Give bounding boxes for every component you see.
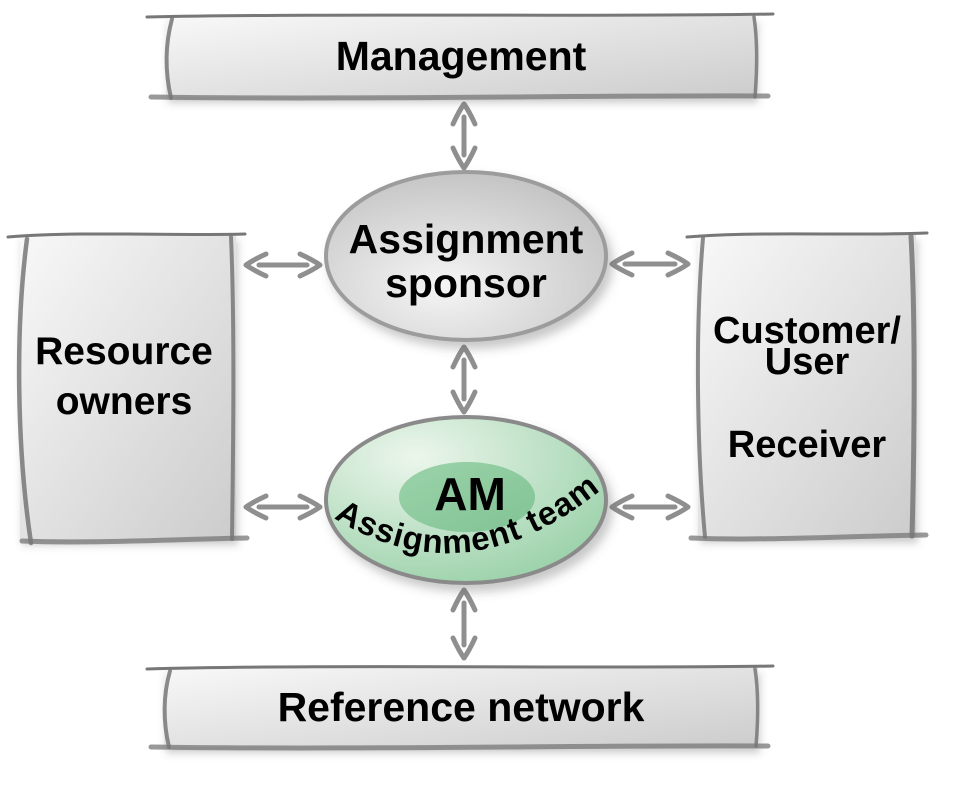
resource-owners-node: Resource owners [6,232,250,546]
management-box [166,16,756,97]
reference-network-label: Reference network [278,684,645,730]
reference-network-sketch-border [145,664,775,751]
reference-network-box [164,667,758,747]
customer-user-receiver-box [698,234,916,537]
arrow-resource-team [243,493,323,521]
resource-owners-sketch-border [6,232,250,546]
receiver-label: Receiver [728,424,887,466]
assignment-sponsor-label-line1: Assignment [349,216,584,262]
arrow-sponsor-customer [609,250,691,278]
assignment-team-abbr: AM [434,468,506,520]
resource-owners-label-line1: Resource [35,330,213,373]
assignment-team-node: AM Assignment team [324,415,608,585]
assignment-sponsor-ellipse [324,170,608,342]
arrow-team-reference [450,587,478,661]
arrow-management-sponsor [450,101,478,171]
management-sketch-border [145,12,775,101]
assignment-sponsor-node: Assignment sponsor [324,170,608,342]
customer-user-label-line1: Customer/ [713,310,901,352]
resource-owners-label-line2: owners [56,380,193,423]
arrow-resource-sponsor [243,251,323,279]
connection-arrows [243,101,691,661]
customer-user-receiver-node: Customer/ User Receiver [685,231,929,542]
reference-network-node: Reference network [145,664,775,751]
management-node: Management [145,12,775,101]
arrow-sponsor-team [450,344,478,415]
customer-user-receiver-sketch-border [685,231,929,542]
management-label: Management [336,33,587,79]
resource-owners-box [20,234,236,539]
arrow-team-customer [609,493,691,521]
customer-user-label-line2: User [765,341,850,383]
assignment-sponsor-label-line2: sponsor [385,260,547,306]
assignment-team-inner-ellipse [399,462,535,532]
